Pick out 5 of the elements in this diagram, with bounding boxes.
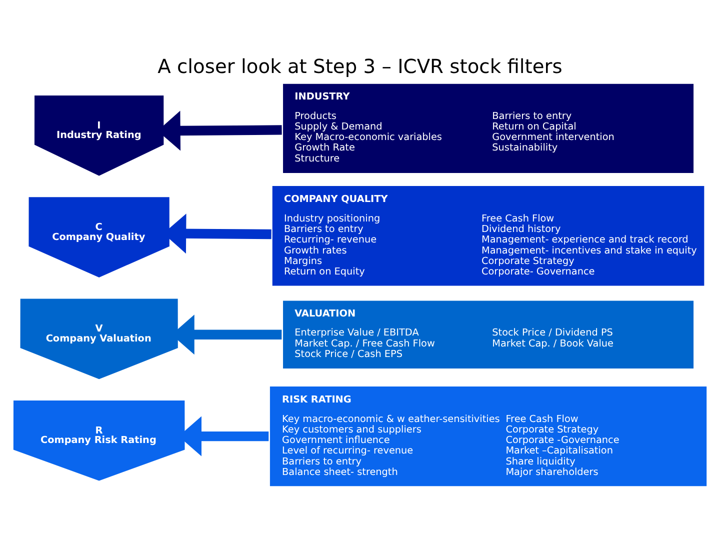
diagram-title: A closer look at Step 3 – ICVR stock filters (158, 54, 562, 78)
node-box: COMPANY QUALITY Industry positioning Barriers to entry Recurring- revenue Growth rates Margins Return on Equity Free Cash Flow Dividend history Management- experience and track record Management- incentives and stake in equity Corporate Strategy Corporate- Governance (270, 184, 706, 288)
node-box: RISK RATING Key macro-economic & w eather-sensitivities Key customers and suppliers Government influence Level of recurring- revenue Barriers to entry Balance sheet- strength Free Cash Flow Corporate Strategy Corporate -Governance Market –Capitalisation Share liquidity Major shareholders (268, 384, 709, 488)
node-box: VALUATION Enterprise Value / EBITDA Market Cap. / Free Cash Flow Stock Price / Cash EPS Stock Price / Dividend PS Market Cap. / Book Value (281, 298, 696, 370)
node-box: INDUSTRY Products Supply & Demand Key Macro-economic variables Growth Rate Structure Barriers to entry Return on Capital Government intervention Sustainability (281, 81, 696, 174)
